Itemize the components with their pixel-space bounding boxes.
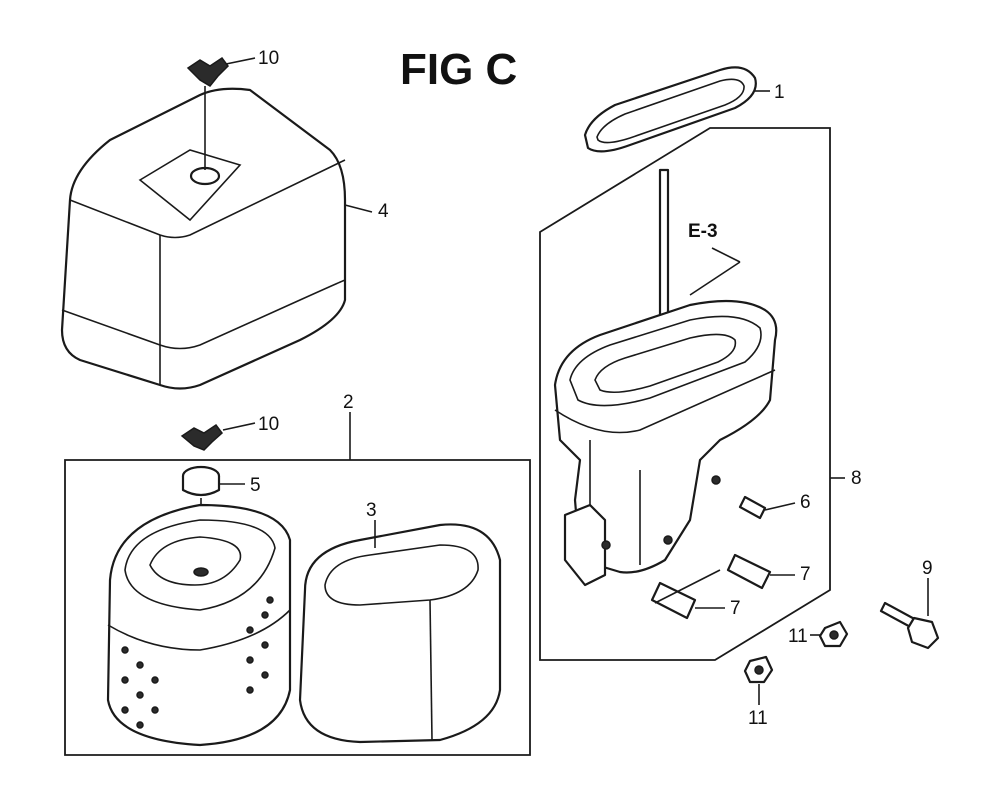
wing-nut-top (186, 56, 229, 170)
assembly-frame-2 (64, 459, 531, 756)
callout-8: 8 (851, 468, 862, 489)
callout-4: 4 (378, 201, 389, 222)
callout-5: 5 (250, 475, 261, 496)
callout-3: 3 (366, 500, 377, 521)
callout-10-lower: 10 (258, 414, 279, 435)
callout-1: 1 (774, 82, 785, 103)
foam-precleaner (298, 520, 502, 744)
figure-title: FIG C (400, 45, 517, 94)
gasket (583, 66, 770, 153)
air-cleaner-base (553, 299, 778, 587)
flange-nut-right (818, 620, 849, 648)
callout-7-left: 7 (730, 598, 741, 619)
filter-element (106, 503, 292, 747)
callout-7-right: 7 (800, 564, 811, 585)
callout-6: 6 (800, 492, 811, 513)
callout-11-bottom: 11 (748, 708, 768, 729)
air-cleaner-cover (60, 87, 347, 390)
collar-6 (738, 495, 796, 520)
callout-10-top: 10 (258, 48, 279, 69)
collar-7-left (650, 581, 725, 620)
flange-nut-bottom (743, 655, 774, 705)
callout-2: 2 (343, 392, 354, 413)
callout-9: 9 (922, 558, 933, 579)
reference-label: E-3 (688, 221, 718, 242)
collar-7-right (726, 553, 795, 590)
assembly-frame-8 (539, 127, 831, 661)
wing-nut-lower (180, 423, 224, 451)
reference-arrow (689, 247, 741, 296)
callout-11-right: 11 (788, 626, 808, 647)
bolt (879, 578, 940, 650)
